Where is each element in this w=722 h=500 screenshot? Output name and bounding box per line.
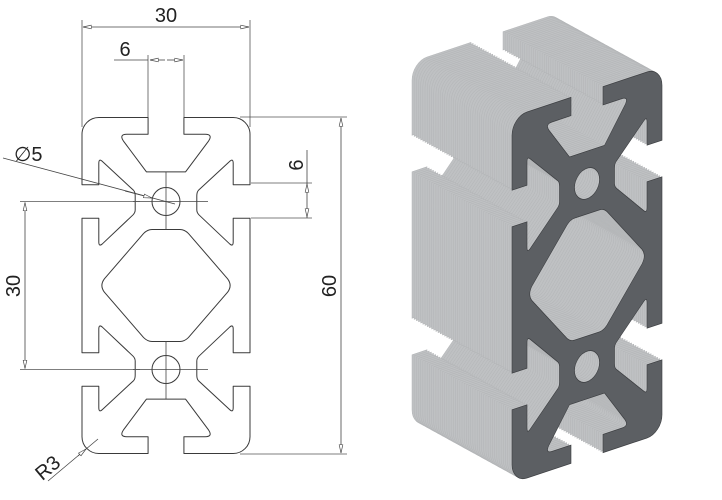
- dimension-overall-width: 30: [81, 5, 251, 127]
- profile-3d-render: [412, 12, 662, 483]
- dimension-hole-diameter: ∅5: [2, 144, 176, 205]
- leader-arrow: [124, 190, 153, 199]
- dimension-label-hole-diameter: ∅5: [14, 144, 43, 166]
- dimension-label-hole-spacing: 30: [3, 275, 25, 297]
- profile-cross-section: [82, 118, 250, 454]
- profile-outline: [82, 118, 250, 454]
- dimension-slot-width: 6: [114, 39, 185, 117]
- dimension-label-corner-radius: R3: [31, 452, 65, 485]
- dimension-overall-height: 60: [240, 116, 347, 455]
- dimension-label-overall-width: 30: [155, 5, 177, 27]
- dimension-corner-radius: R3: [31, 438, 99, 485]
- leader-line: [47, 438, 99, 482]
- dimension-label-overall-height: 60: [319, 275, 341, 297]
- dimension-label-side-slot-width: 6: [286, 159, 308, 170]
- dimension-hole-spacing: 30: [3, 201, 140, 370]
- dimension-side-slot-width: 6: [251, 150, 312, 219]
- leader-arrow: [77, 448, 87, 457]
- center-lines: [133, 172, 208, 399]
- dimension-label-slot-width: 6: [119, 39, 130, 61]
